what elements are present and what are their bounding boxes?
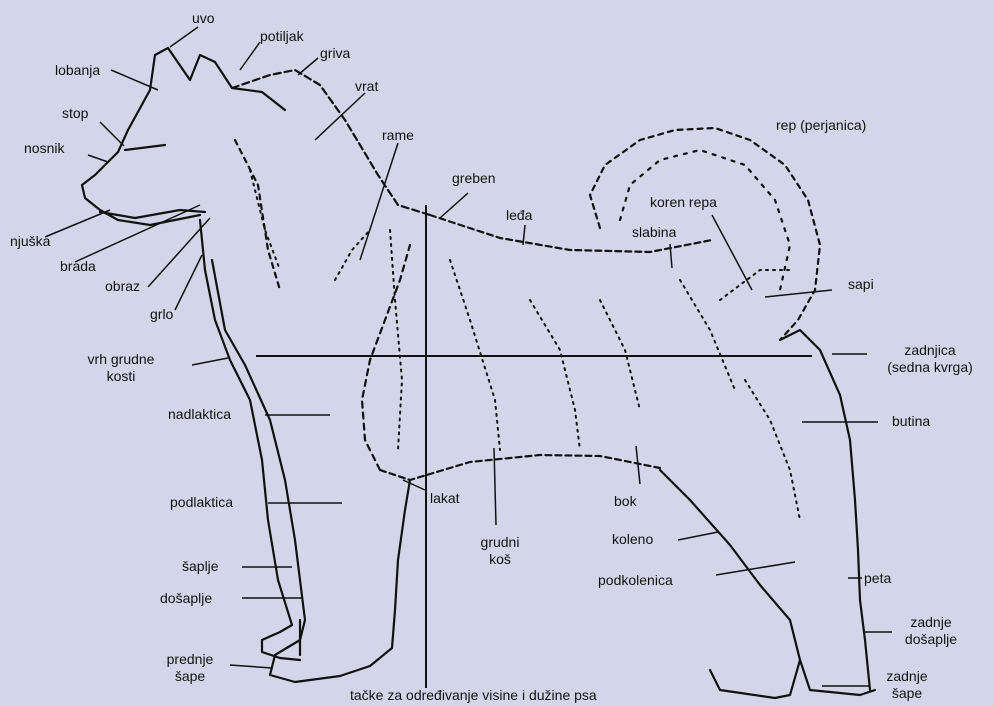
label-rep: rep (perjanica) xyxy=(776,117,866,134)
label-rame: rame xyxy=(382,127,414,144)
label-koren-repa: koren repa xyxy=(650,194,717,211)
label-leda: leđa xyxy=(506,207,532,224)
label-peta: peta xyxy=(864,570,891,587)
label-podlaktica: podlaktica xyxy=(170,494,233,511)
label-nosnik: nosnik xyxy=(24,140,64,157)
label-brada: brada xyxy=(60,258,96,275)
label-greben: greben xyxy=(452,170,496,187)
dog-tail-inner xyxy=(620,150,790,290)
label-uvo: uvo xyxy=(192,10,215,27)
label-lakat: lakat xyxy=(430,490,460,507)
label-potiljak: potiljak xyxy=(260,28,304,45)
dog-eye-line xyxy=(125,145,165,150)
label-zadnje-sape: zadnje šape xyxy=(872,668,942,702)
label-grlo: grlo xyxy=(150,306,173,323)
label-nadlaktica: nadlaktica xyxy=(168,406,231,423)
dog-tail-outline xyxy=(590,128,820,340)
label-grudni-kos: grudni koš xyxy=(470,534,530,568)
label-dosaplje: došaplje xyxy=(160,590,212,607)
label-koleno: koleno xyxy=(612,531,653,548)
label-njuska: njuška xyxy=(10,233,50,250)
label-butina: butina xyxy=(892,413,930,430)
label-zadnje-dosaplje: zadnje došaplje xyxy=(896,614,966,648)
label-slabina: slabina xyxy=(632,224,676,241)
dog-chest-front xyxy=(362,245,410,470)
dog-head-outline xyxy=(82,48,285,225)
label-obraz: obraz xyxy=(105,278,140,295)
label-vrh-grudne-kosti: vrh grudne kosti xyxy=(52,351,190,385)
label-lobanja: lobanja xyxy=(55,62,100,79)
dog-hind-leg-front xyxy=(660,470,800,698)
dog-hind-leg-back xyxy=(800,660,875,695)
label-bok: bok xyxy=(614,493,637,510)
dog-ruff-inner xyxy=(235,140,280,290)
label-sapi: sapi xyxy=(848,276,874,293)
dog-chest-outline xyxy=(380,455,660,480)
label-vrat: vrat xyxy=(355,78,378,95)
label-griva: griva xyxy=(320,45,350,62)
label-saplje: šaplje xyxy=(182,558,219,575)
dog-throat-front-leg-a xyxy=(200,220,300,660)
label-podkolenica: podkolenica xyxy=(598,572,673,589)
label-prednje-sape: prednje šape xyxy=(150,651,230,685)
label-zadnjica: zadnjica (sedna kvrga) xyxy=(868,342,992,376)
caption: tačke za određivanje visine i dužine psa xyxy=(350,687,597,704)
label-stop: stop xyxy=(62,105,88,122)
